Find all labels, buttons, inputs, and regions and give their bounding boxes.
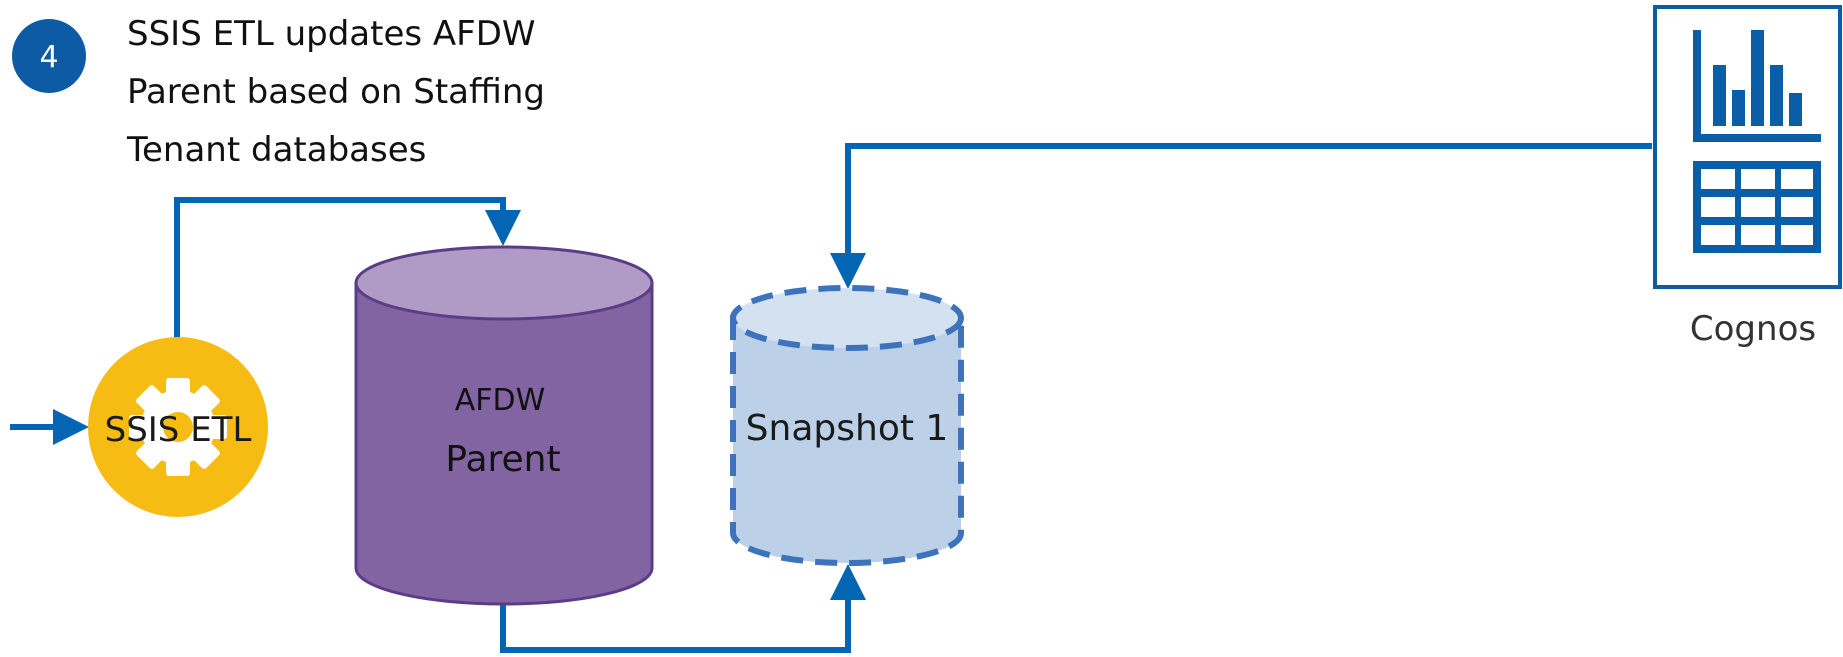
afdw-label: AFDW [455,383,546,418]
connectors [10,143,1652,653]
step-line-2: Parent based on Staffing [127,72,545,112]
cognos-node: Cognos [1653,5,1842,349]
snapshot-label: Snapshot 1 [746,408,949,449]
afdw-to-snapshot-arrow [500,564,866,653]
gear-hole [163,412,193,442]
ssis-etl-label: SSIS ETL [105,410,252,450]
cognos-to-snapshot-arrow [830,143,1652,289]
parent-label: Parent [445,439,560,480]
step-line-3: Tenant databases [126,130,426,170]
step-line-1: SSIS ETL updates AFDW [127,14,536,54]
step-description: SSIS ETL updates AFDW Parent based on St… [126,14,545,170]
etl-to-afdw-arrow [174,197,521,338]
afdw-parent-database: AFDW Parent [354,245,654,606]
cognos-label: Cognos [1690,309,1816,349]
ssis-etl-node: SSIS ETL [88,337,268,517]
snapshot-database: Snapshot 1 [730,285,964,566]
step-number: 4 [39,40,58,75]
report-icon [1653,5,1842,289]
step-badge: 4 [12,19,86,93]
